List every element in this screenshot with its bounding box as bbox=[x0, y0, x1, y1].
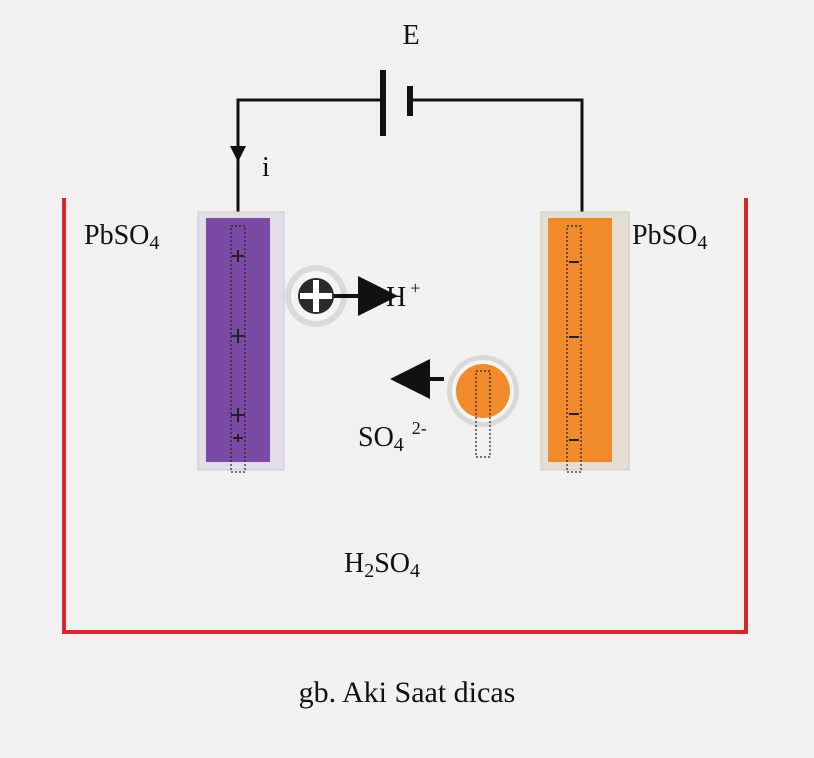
caption: gb. Aki Saat dicas bbox=[299, 676, 516, 709]
electrolyte-container bbox=[62, 198, 748, 634]
battery-label: E bbox=[402, 20, 419, 51]
hydrogen-ion bbox=[285, 265, 398, 327]
negative-charge-icon bbox=[569, 261, 579, 441]
battery-symbol bbox=[380, 70, 413, 136]
left-electrode bbox=[197, 211, 285, 473]
circuit-wire-left bbox=[236, 98, 383, 228]
circuit-wire-right bbox=[410, 98, 584, 230]
right-electrode bbox=[540, 211, 630, 473]
right-electrode-label: PbSO4 bbox=[632, 220, 707, 254]
cation-label: H+ bbox=[386, 278, 420, 313]
current-arrow-icon bbox=[230, 146, 246, 162]
positive-charge-icon bbox=[231, 250, 245, 442]
anion-label: SO42- bbox=[358, 418, 427, 456]
current-label: i bbox=[262, 152, 270, 183]
left-electrode-label: PbSO4 bbox=[84, 220, 159, 254]
electrolyte-label: H2SO4 bbox=[344, 548, 420, 582]
sulfate-ion bbox=[390, 355, 519, 458]
